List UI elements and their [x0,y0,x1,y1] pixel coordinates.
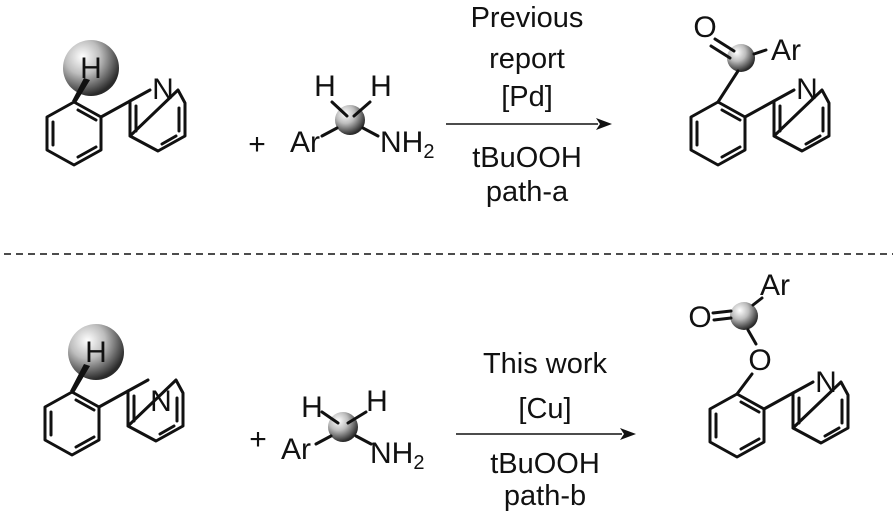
condition-below: path-b [504,480,586,512]
condition-above: report [489,43,565,75]
double-bond-co [713,37,736,53]
atom-label-h: H [366,385,388,418]
atom-label-ar: Ar [290,126,320,159]
atom-label-o: O [748,344,771,377]
bond-c-ring [716,69,740,104]
atom-label-h: H [314,70,336,103]
biaryl-bond [97,389,130,409]
bond-c-h [330,100,349,118]
benzene-ring [43,390,101,457]
pyridine-ring [128,88,187,153]
biaryl-bond [762,391,795,411]
benzene-ring [45,100,103,167]
atom-label-nh2: NH2 [380,126,434,163]
top-reactant-phenylpyridine: H N [45,40,187,167]
wedge-bond-ch [70,364,90,393]
pyridine-inner-bonds [132,394,179,436]
plus-sign: + [248,128,266,161]
highlight-ball-c [328,412,358,442]
bond-c-h [320,410,340,425]
benzene-ring [689,100,747,167]
pyridine-ring [126,378,185,443]
bottom-reactant-benzylamine: H H Ar NH2 [281,385,424,474]
atom-label-ar: Ar [760,269,790,302]
atom-label-h: H [301,391,323,424]
benzene-inner-bonds [51,108,98,159]
bond-c-n [361,126,380,138]
bond-c-h [346,410,368,425]
bottom-reactant-phenylpyridine: H N [43,324,185,457]
bond-c-ar [320,126,339,138]
condition-above: [Pd] [501,81,553,113]
wedge-bond-ch [72,78,90,103]
atom-label-ar: Ar [281,433,311,466]
bond-c-ar [751,296,764,307]
condition-below: tBuOOH [490,448,600,480]
condition-above: Previous [471,2,584,34]
top-reaction-arrow: Previous report [Pd] tBuOOH path-a [446,2,612,208]
top-product-ketone: O Ar N [689,11,831,167]
atom-label-o: O [688,301,711,334]
highlight-ball-h [63,40,119,96]
condition-below: path-a [486,176,569,208]
bond-c-ar [752,48,768,56]
bottom-reaction-arrow: This work [Cu] tBuOOH path-b [456,348,636,512]
highlight-ball-h [68,324,124,380]
condition-below: tBuOOH [472,142,582,174]
condition-above: [Cu] [518,393,571,425]
pyridine-inner-bonds [134,104,181,146]
atom-label-nh2: NH2 [370,437,424,474]
atom-label-n: N [150,385,172,418]
benzene-inner-bonds [49,398,96,449]
bond-c-ar [314,434,333,446]
benzene-ring [708,392,766,459]
atom-label-ar: Ar [771,34,801,67]
benzene-inner-bonds [695,108,742,159]
double-bond-co [712,316,733,322]
atom-label-n: N [796,73,818,106]
bond-c-o [746,328,758,346]
arrow-head [620,428,636,440]
double-bond-co [711,309,733,315]
atom-label-n: N [815,366,837,399]
atom-label-h: H [370,70,392,103]
pyridine-inner-bonds [797,396,844,438]
pyridine-inner-bonds [778,104,825,146]
biaryl-bond [743,99,776,119]
biaryl-bond [99,99,132,119]
arrow-head [596,118,612,130]
bond-c-n [354,434,373,446]
bond-o-ring [735,372,754,396]
double-bond-co [709,44,732,60]
plus-sign: + [249,423,267,456]
atom-label-h: H [80,52,102,85]
pyridine-ring [772,88,831,153]
bottom-product-ester: Ar O O N [688,269,850,459]
condition-above: This work [483,348,608,380]
benzene-inner-bonds [714,400,761,451]
bond-c-h [352,100,372,118]
highlight-ball-carbonyl-c [730,302,758,330]
atom-label-o: O [693,11,716,44]
atom-label-h: H [85,336,107,369]
atom-label-n: N [152,73,174,106]
top-reactant-benzylamine: H H Ar NH2 [290,70,434,163]
pyridine-ring [791,380,850,445]
